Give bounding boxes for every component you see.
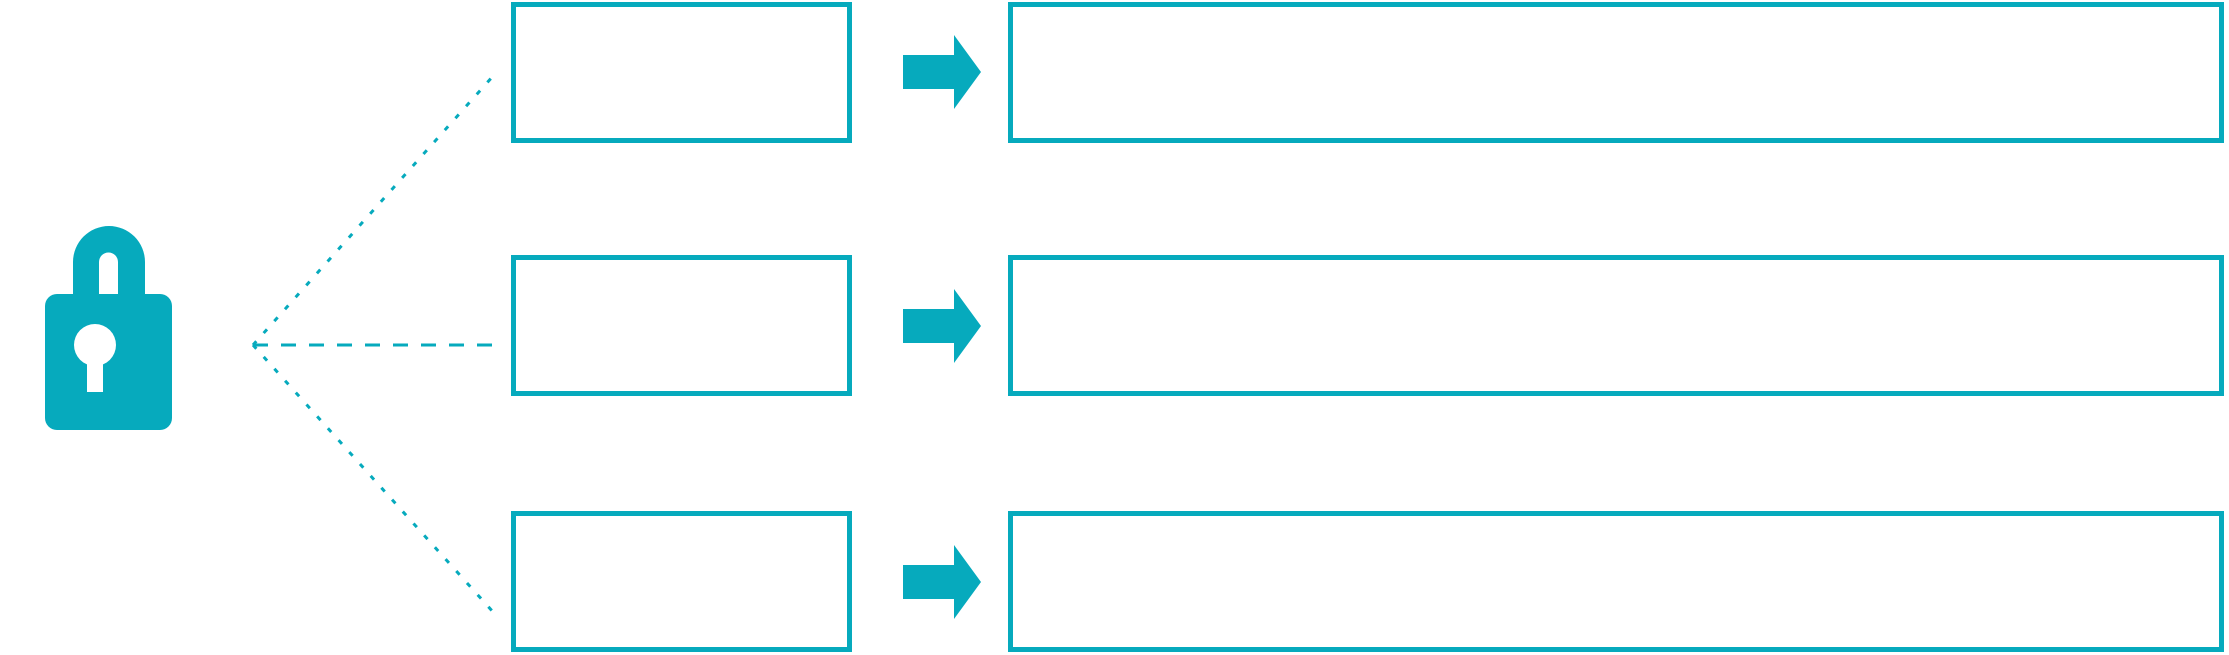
left-box-row-2[interactable] bbox=[511, 255, 852, 396]
lock-icon-hitarea[interactable] bbox=[45, 218, 172, 430]
connector-to-row-3 bbox=[251, 343, 496, 615]
right-box-row-3[interactable] bbox=[1008, 511, 2224, 652]
left-box-row-1[interactable] bbox=[511, 2, 852, 143]
arrow-row-3 bbox=[903, 545, 981, 619]
right-box-row-2[interactable] bbox=[1008, 255, 2224, 396]
arrow-row-2 bbox=[903, 289, 981, 363]
connector-to-row-1 bbox=[251, 74, 496, 346]
right-box-row-1[interactable] bbox=[1008, 2, 2224, 143]
left-box-row-3[interactable] bbox=[511, 511, 852, 652]
arrow-row-1 bbox=[903, 35, 981, 109]
